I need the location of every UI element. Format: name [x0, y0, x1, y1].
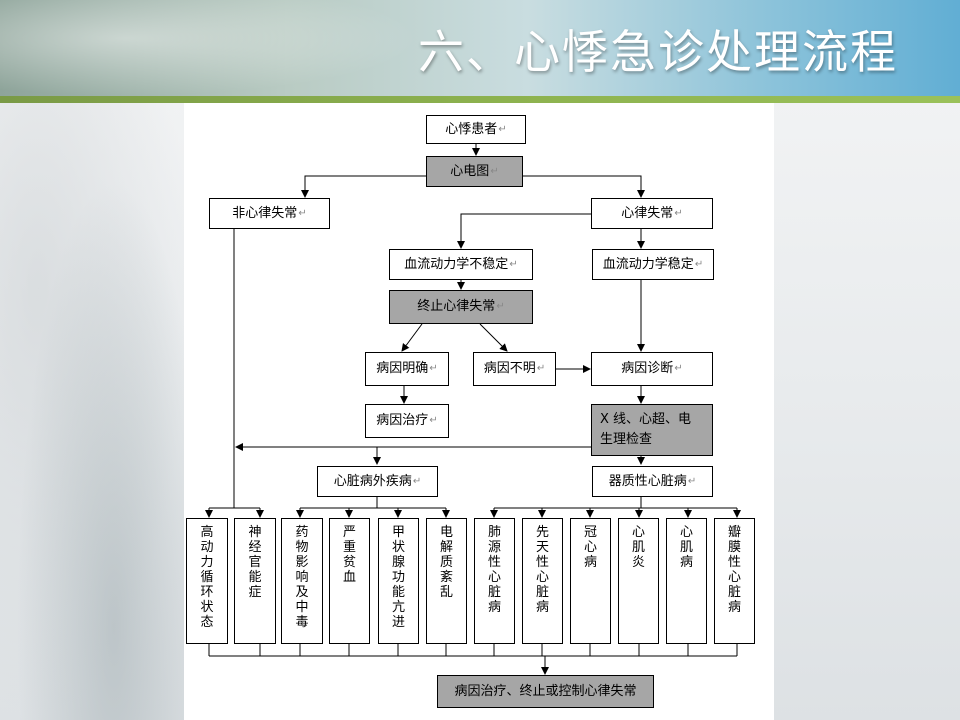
banner-divider — [0, 96, 960, 103]
node-hemo-unstable: 血流动力学不稳定↵ — [389, 249, 533, 280]
leaf-7-label: 肺源性心脏病 — [487, 525, 501, 615]
paragraph-mark: ↵ — [490, 165, 499, 177]
node-final-label: 病因治疗、终止或控制心律失常 — [454, 683, 637, 699]
leaf-5-label: 甲状腺功能亢进 — [391, 525, 405, 630]
leaf-4-label: 严重贫血 — [342, 525, 356, 585]
leaf-2-label: 神经官能症 — [248, 525, 262, 600]
paragraph-mark: ↵ — [496, 301, 505, 312]
paragraph-mark: ↵ — [412, 475, 422, 487]
node-cause-diagnosis: 病因诊断↵ — [591, 352, 713, 386]
node-terminate-label: 终止心律失常 — [417, 299, 496, 314]
paragraph-mark: ↵ — [536, 363, 546, 374]
leaf-2: 神经官能症 — [234, 518, 276, 644]
arrow-ecg-arrhythmia — [523, 175, 645, 198]
arrow-unstable — [457, 213, 591, 249]
node-exams: X 线、心超、电生理检查 — [591, 404, 713, 456]
arrow-cause-clear — [401, 323, 423, 352]
node-hemo-unstable-label: 血流动力学不稳定 — [404, 256, 509, 272]
leaf-3-label: 药物影响及中毒 — [295, 525, 309, 630]
leaf-1-label: 高动力循环状态 — [200, 525, 214, 630]
leaf-10: 心肌炎 — [618, 518, 659, 644]
leaf-12: 瓣膜性心脏病 — [714, 518, 755, 644]
node-cause-treatment: 病因治疗↵ — [365, 404, 449, 438]
node-non-arrhythmia-label: 非心律失常 — [232, 205, 298, 221]
node-cause-clear-label: 病因明确 — [376, 361, 429, 376]
node-start-label: 心悸患者 — [445, 121, 498, 137]
leaf-6: 电解质紊乱 — [426, 518, 467, 644]
paragraph-mark: ↵ — [674, 207, 683, 219]
leaf-11: 心肌病 — [666, 518, 707, 644]
node-final: 病因治疗、终止或控制心律失常 — [437, 675, 654, 708]
paragraph-mark: ↵ — [674, 363, 683, 374]
paragraph-mark: ↵ — [429, 363, 438, 374]
leaf-11-label: 心肌病 — [679, 525, 693, 570]
paragraph-mark: ↵ — [298, 207, 307, 219]
paragraph-mark: ↵ — [687, 475, 697, 487]
arrow-cause-unclear — [479, 323, 508, 352]
node-cause-treatment-label: 病因治疗 — [376, 413, 429, 428]
leaf-8: 先天性心脏病 — [522, 518, 563, 644]
leaf-3: 药物影响及中毒 — [281, 518, 323, 644]
leaf-10-label: 心肌炎 — [631, 525, 645, 570]
leaf-4: 严重贫血 — [329, 518, 370, 644]
flowchart-connectors — [205, 144, 741, 675]
arrow-ecg-non-arrhythmia — [301, 175, 426, 198]
node-cause-clear: 病因明确↵ — [365, 352, 449, 386]
leaf-9: 冠心病 — [570, 518, 611, 644]
node-cause-unclear-label: 病因不明 — [483, 361, 536, 376]
paragraph-mark: ↵ — [498, 123, 507, 135]
node-arrhythmia-label: 心律失常 — [621, 205, 674, 221]
leaf-1: 高动力循环状态 — [186, 518, 228, 644]
background-decoration — [0, 103, 190, 720]
node-ecg-label: 心电图 — [450, 163, 490, 179]
leaf-7: 肺源性心脏病 — [474, 518, 515, 644]
node-organic-heart: 器质性心脏病↵ — [592, 466, 713, 497]
node-non-arrhythmia: 非心律失常↵ — [209, 198, 330, 229]
node-extracardiac: 心脏病外疾病↵ — [317, 466, 438, 497]
paragraph-mark: ↵ — [509, 258, 518, 270]
leaf-8-label: 先天性心脏病 — [535, 525, 549, 615]
node-extracardiac-label: 心脏病外疾病 — [333, 473, 412, 489]
node-arrhythmia: 心律失常↵ — [591, 198, 713, 229]
flowchart-panel: 心悸患者↵ 心电图↵ 非心律失常↵ 心律失常↵ 血流动力学不稳定↵ 血流动力学稳… — [184, 103, 774, 720]
paragraph-mark: ↵ — [429, 415, 438, 426]
node-hemo-stable-label: 血流动力学稳定 — [602, 256, 694, 272]
leaf-9-label: 冠心病 — [583, 525, 597, 570]
node-cause-unclear: 病因不明↵ — [473, 352, 556, 386]
leaf-12-label: 瓣膜性心脏病 — [727, 525, 741, 615]
leaf-6-label: 电解质紊乱 — [439, 525, 453, 600]
node-ecg: 心电图↵ — [426, 156, 523, 187]
paragraph-mark: ↵ — [694, 258, 704, 270]
title-banner: 六、心悸急诊处理流程 — [0, 0, 960, 96]
banner-decoration — [0, 0, 420, 96]
node-organic-heart-label: 器质性心脏病 — [608, 473, 687, 489]
node-exams-label: X 线、心超、电生理检查 — [600, 412, 692, 447]
leaf-5: 甲状腺功能亢进 — [378, 518, 419, 644]
node-start: 心悸患者↵ — [426, 115, 526, 144]
slide-title: 六、心悸急诊处理流程 — [418, 25, 898, 79]
node-hemo-stable: 血流动力学稳定↵ — [592, 249, 714, 280]
node-terminate: 终止心律失常↵ — [389, 290, 533, 324]
node-cause-diagnosis-label: 病因诊断 — [621, 361, 674, 376]
